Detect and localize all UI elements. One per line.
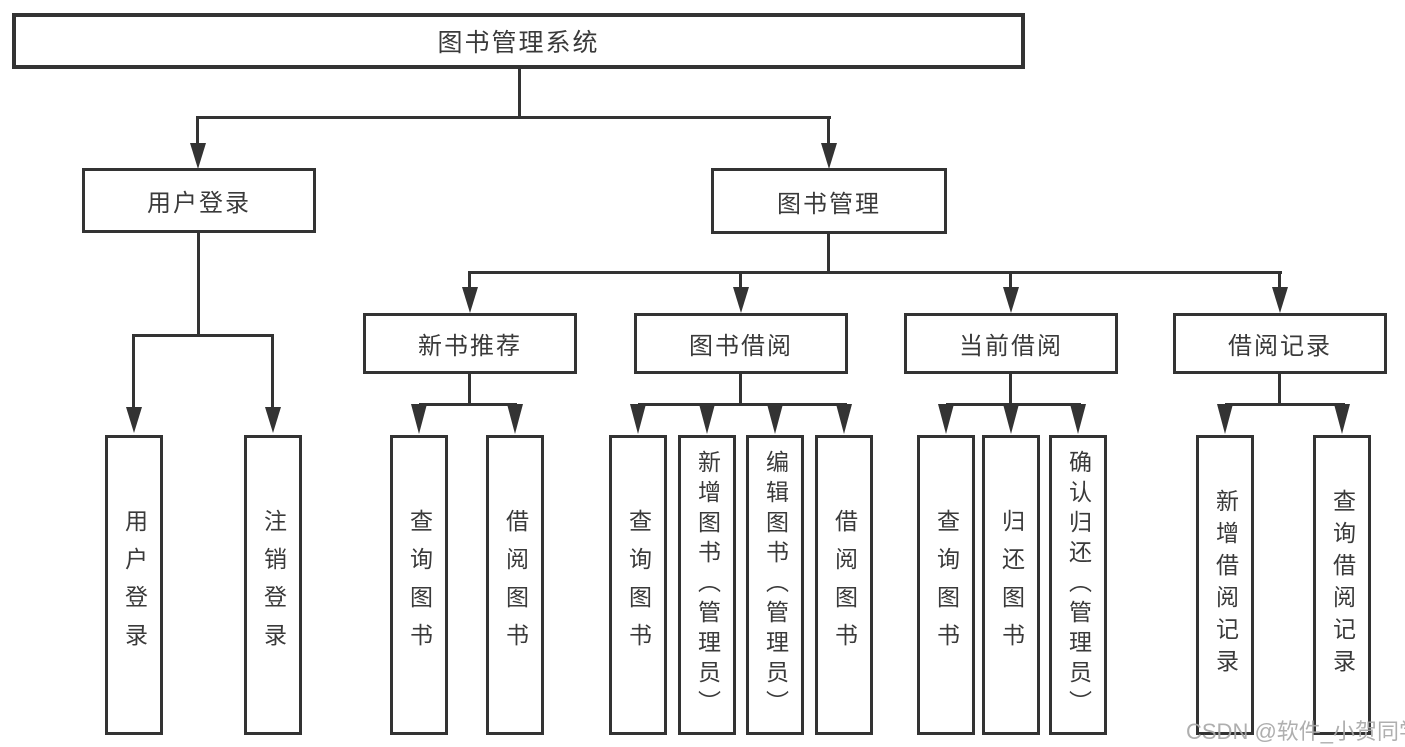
leaf-br-add-record: 新增借阅记录 [1196,435,1254,735]
arrowhead [767,404,783,434]
csdn-watermark: CSDN @软件_小贺同学 [1186,719,1405,744]
connector-segment [419,403,517,406]
arrowhead [821,143,837,169]
connector-segment [1278,374,1281,406]
leaf-nbr-borrow-book: 借阅图书 [486,435,544,735]
connector-segment [271,334,274,410]
connector-segment [133,334,274,337]
arrowhead [1334,404,1350,434]
arrowhead [1217,404,1233,434]
node-new-book-recommend-label: 新书推荐 [418,333,522,360]
node-book-borrow-label: 图书借阅 [689,333,793,360]
arrowhead [1003,404,1019,434]
leaf-cb-return-book: 归还图书 [982,435,1040,735]
node-book-management: 图书管理 [711,168,947,234]
leaf-cb-query-book-label: 查询图书 [933,509,960,661]
connector-segment [1009,374,1012,406]
node-user-login: 用户登录 [82,168,316,233]
connector-segment [468,271,471,291]
arrowhead [265,407,281,433]
arrowhead [1070,404,1086,434]
leaf-cb-confirm-return-admin-label: 确认归还（管理员） [1065,450,1092,720]
node-book-borrow: 图书借阅 [634,313,848,374]
arrowhead [1272,287,1288,313]
node-current-borrow: 当前借阅 [904,313,1118,374]
connector-segment [518,67,521,119]
leaf-cb-return-book-label: 归还图书 [998,509,1025,661]
connector-segment [638,403,847,406]
node-root: 图书管理系统 [12,13,1025,69]
leaf-br-query-record: 查询借阅记录 [1313,435,1371,735]
node-new-book-recommend: 新书推荐 [363,313,577,374]
arrowhead [190,143,206,169]
leaf-bb-add-book-admin-label: 新增图书（管理员） [694,450,721,720]
connector-segment [132,334,135,410]
connector-segment [1225,403,1345,406]
leaf-logout: 注销登录 [244,435,302,735]
leaf-bb-add-book-admin: 新增图书（管理员） [678,435,736,735]
node-borrow-records-label: 借阅记录 [1228,333,1332,360]
leaf-nbr-query-book-label: 查询图书 [406,509,433,661]
arrowhead [507,404,523,434]
connector-segment [468,374,471,406]
arrowhead [630,404,646,434]
connector-segment [469,271,1282,274]
leaf-br-add-record-label: 新增借阅记录 [1212,489,1239,681]
connector-segment [1009,271,1012,291]
leaf-nbr-query-book: 查询图书 [390,435,448,735]
arrowhead [462,287,478,313]
leaf-user-login: 用户登录 [105,435,163,735]
connector-segment [1278,271,1281,291]
node-current-borrow-label: 当前借阅 [959,333,1063,360]
connector-segment [196,116,199,146]
leaf-cb-confirm-return-admin: 确认归还（管理员） [1049,435,1107,735]
leaf-user-login-label: 用户登录 [121,509,148,661]
arrowhead [733,287,749,313]
leaf-bb-borrow-book-label: 借阅图书 [831,509,858,661]
leaf-logout-label: 注销登录 [260,509,287,661]
connector-segment [827,234,830,274]
node-book-management-label: 图书管理 [777,190,881,218]
connector-segment [827,116,830,146]
leaf-nbr-borrow-book-label: 借阅图书 [502,509,529,661]
connector-segment [739,374,742,406]
leaf-br-query-record-label: 查询借阅记录 [1329,489,1356,681]
leaf-bb-query-book-label: 查询图书 [625,509,652,661]
connector-segment [197,116,831,119]
leaf-bb-edit-book-admin: 编辑图书（管理员） [746,435,804,735]
arrowhead [938,404,954,434]
connector-segment [739,271,742,291]
node-user-login-label: 用户登录 [147,190,251,217]
leaf-bb-edit-book-admin-label: 编辑图书（管理员） [762,450,789,720]
leaf-cb-query-book: 查询图书 [917,435,975,735]
arrowhead [411,404,427,434]
leaf-bb-borrow-book: 借阅图书 [815,435,873,735]
arrowhead [699,404,715,434]
arrowhead [126,407,142,433]
leaf-bb-query-book: 查询图书 [609,435,667,735]
node-root-label: 图书管理系统 [437,29,600,57]
arrowhead [1003,287,1019,313]
node-borrow-records: 借阅记录 [1173,313,1387,374]
arrowhead [836,404,852,434]
connector-segment [197,233,200,337]
